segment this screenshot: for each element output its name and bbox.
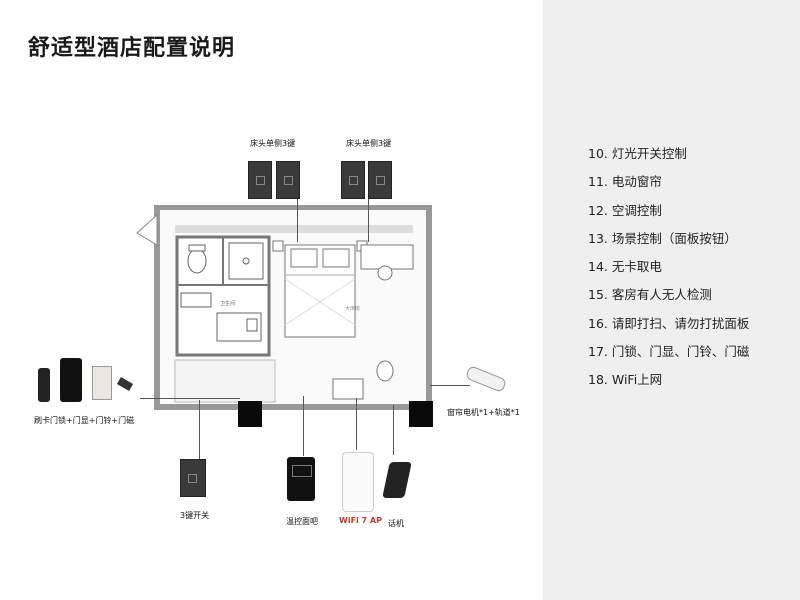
- phone-icon: [382, 462, 412, 498]
- curtain-motor-icon: [464, 365, 508, 393]
- phone-label: 话机: [388, 519, 404, 528]
- thermostat-screen: [292, 465, 312, 477]
- feature-item: 13. 场景控制（面板按钮）: [588, 230, 737, 246]
- feature-item: 17. 门锁、门显、门铃、门磁: [588, 344, 750, 360]
- three-key-switch-label: 3键开关: [180, 511, 210, 520]
- bedside-switch-right-1: [341, 161, 365, 199]
- wifi-label: WiFi 7 AP: [339, 516, 382, 525]
- curtain-label: 窗帘电机*1+轨道*1: [447, 408, 520, 417]
- feature-item: 14. 无卡取电: [588, 259, 662, 275]
- doorbell-icon: [92, 366, 112, 400]
- connector-line: [356, 398, 357, 450]
- connector-line: [368, 196, 369, 242]
- floor-plan: 大床房 卫生间: [136, 205, 432, 410]
- connector-line: [140, 398, 240, 399]
- bedside-switch-left-1: [248, 161, 272, 199]
- plan-bathroom-label: 卫生间: [220, 300, 235, 307]
- bedside-switch-right-2: [368, 161, 392, 199]
- thermostat-label: 温控面吧: [286, 517, 318, 526]
- feature-item: 11. 电动窗帘: [588, 174, 662, 190]
- page-title: 舒适型酒店配置说明: [28, 36, 236, 61]
- connector-line: [199, 400, 200, 460]
- door-sensor-icon: [116, 377, 134, 391]
- feature-item: 15. 客房有人无人检测: [588, 287, 712, 303]
- door-devices-label: 刷卡门锁+门显+门铃+门磁: [34, 416, 135, 425]
- three-key-switch: [180, 459, 206, 497]
- wifi-ap-icon: [342, 452, 374, 512]
- plan-bed-label: 大床房: [345, 305, 360, 312]
- connector-line: [297, 196, 298, 242]
- right-panel: [543, 0, 800, 600]
- connector-line: [303, 396, 304, 456]
- bedside-right-label: 床头单侧3键: [346, 139, 392, 148]
- feature-item: 16. 请即打扫、请勿打扰面板: [588, 315, 750, 331]
- sensor-block-right: [409, 401, 433, 427]
- door-lock-icon: [38, 368, 50, 402]
- feature-item: 18. WiFi上网: [588, 372, 663, 388]
- thermostat-icon: [287, 457, 315, 501]
- bedside-switch-left-2: [276, 161, 300, 199]
- door-display-icon: [60, 358, 82, 402]
- bedside-left-label: 床头单侧3键: [250, 139, 296, 148]
- feature-item: 12. 空调控制: [588, 202, 662, 218]
- connector-line: [430, 385, 470, 386]
- feature-list: 10. 灯光开关控制 11. 电动窗帘 12. 空调控制 13. 场景控制（面板…: [588, 144, 749, 399]
- connector-line: [393, 405, 394, 455]
- feature-item: 10. 灯光开关控制: [588, 146, 687, 161]
- sensor-block-left: [238, 401, 262, 427]
